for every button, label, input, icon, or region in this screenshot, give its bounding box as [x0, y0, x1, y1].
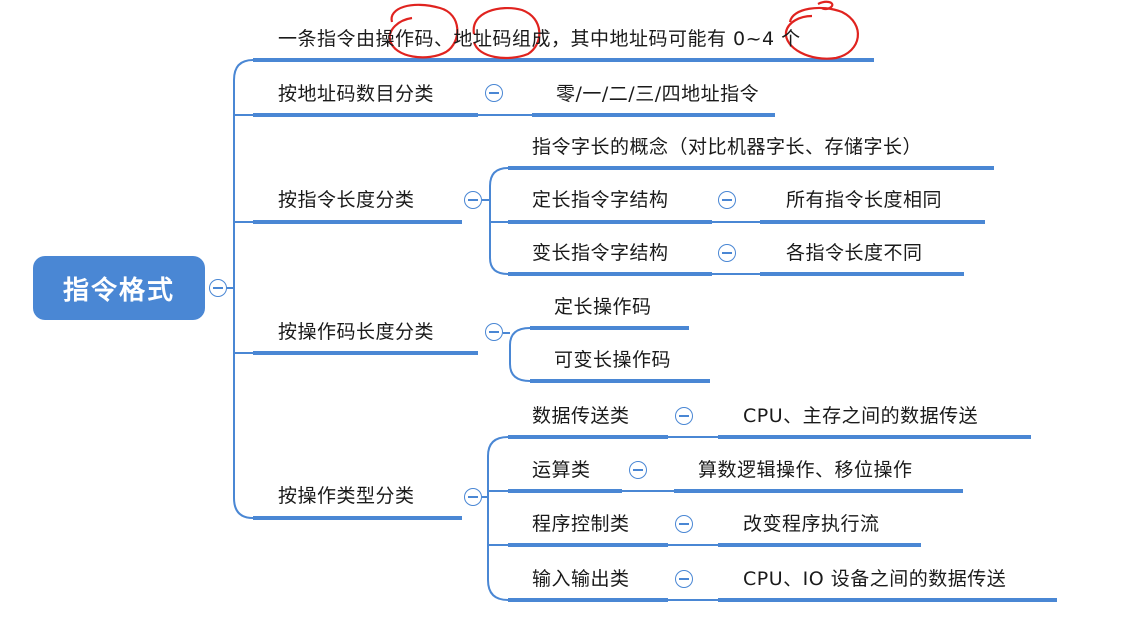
- op-type-arith[interactable]: 运算类: [532, 459, 591, 481]
- branch-addr-count[interactable]: 按地址码数目分类: [278, 83, 435, 105]
- op-type-arith-desc[interactable]: 算数逻辑操作、移位操作: [698, 459, 913, 481]
- control-collapse-toggle[interactable]: [675, 515, 693, 533]
- root-collapse-toggle[interactable]: [209, 279, 227, 297]
- root-node[interactable]: 指令格式: [33, 256, 205, 320]
- addr-count-child[interactable]: 零/一/二/三/四地址指令: [556, 83, 760, 105]
- fixed-instr-collapse-toggle[interactable]: [718, 191, 736, 209]
- branch-intro[interactable]: 一条指令由操作码、地址码组成，其中地址码可能有 0~4 个: [278, 28, 801, 50]
- branch-instr-len[interactable]: 按指令长度分类: [278, 189, 415, 211]
- opcode-len-fixed[interactable]: 定长操作码: [554, 296, 652, 318]
- instr-len-fixed-desc[interactable]: 所有指令长度相同: [786, 189, 943, 211]
- instr-len-fixed[interactable]: 定长指令字结构: [532, 189, 669, 211]
- instr-len-concept[interactable]: 指令字长的概念（对比机器字长、存储字长）: [532, 136, 923, 158]
- op-type-transfer-desc[interactable]: CPU、主存之间的数据传送: [743, 405, 979, 427]
- opcode-len-variable[interactable]: 可变长操作码: [554, 349, 672, 371]
- addr-count-collapse-toggle[interactable]: [485, 84, 503, 102]
- instr-len-variable[interactable]: 变长指令字结构: [532, 242, 669, 264]
- instr-len-collapse-toggle[interactable]: [464, 191, 482, 209]
- root-label: 指令格式: [62, 275, 175, 306]
- branch-opcode-len[interactable]: 按操作码长度分类: [278, 321, 435, 343]
- op-type-control[interactable]: 程序控制类: [532, 513, 630, 535]
- instr-len-variable-desc[interactable]: 各指令长度不同: [786, 242, 923, 264]
- handwritten-annotations: [388, 0, 859, 60]
- variable-instr-collapse-toggle[interactable]: [718, 244, 736, 262]
- op-type-collapse-toggle[interactable]: [464, 488, 482, 506]
- op-type-transfer[interactable]: 数据传送类: [532, 405, 630, 427]
- opcode-len-collapse-toggle[interactable]: [485, 323, 503, 341]
- arith-collapse-toggle[interactable]: [629, 461, 647, 479]
- io-collapse-toggle[interactable]: [675, 570, 693, 588]
- branch-op-type[interactable]: 按操作类型分类: [278, 485, 415, 507]
- transfer-collapse-toggle[interactable]: [675, 407, 693, 425]
- op-type-io[interactable]: 输入输出类: [532, 568, 630, 590]
- op-type-control-desc[interactable]: 改变程序执行流: [743, 513, 880, 535]
- op-type-io-desc[interactable]: CPU、IO 设备之间的数据传送: [743, 568, 1007, 590]
